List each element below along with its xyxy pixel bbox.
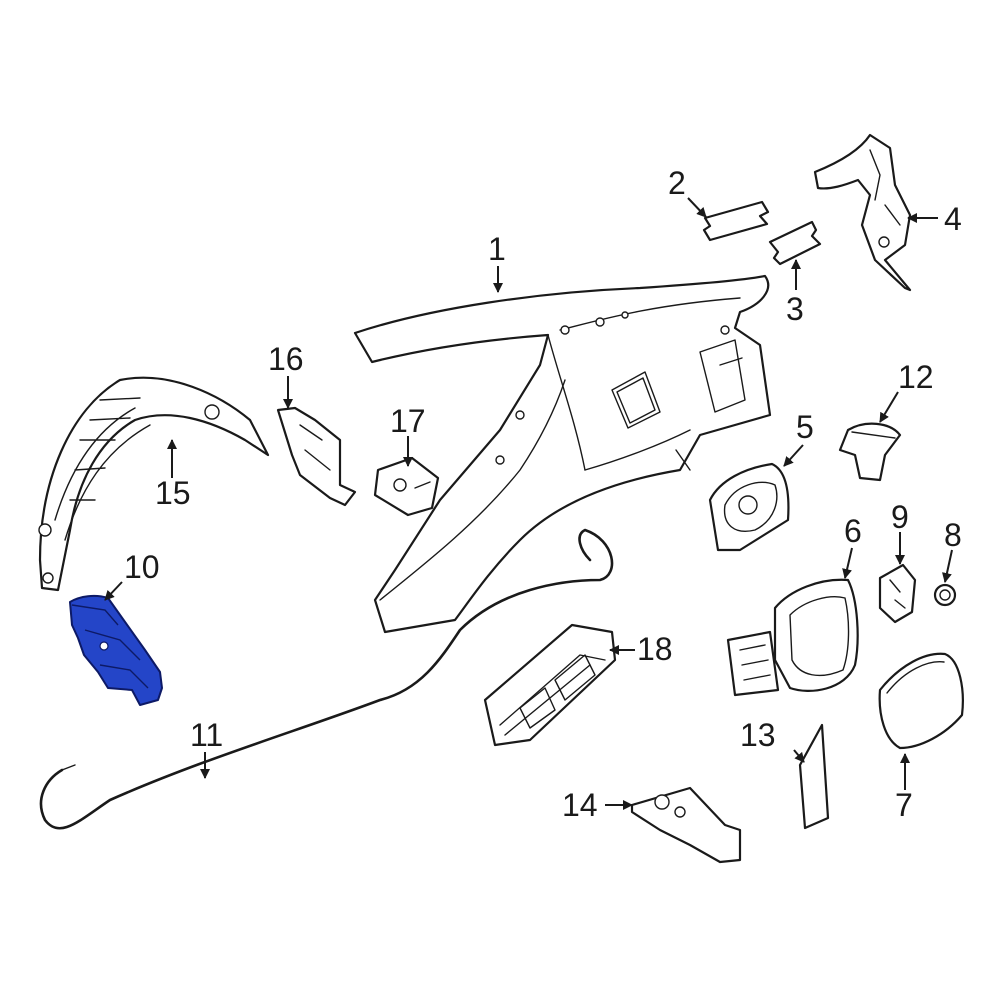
callout-12: 12 [898,359,934,395]
part-5-fuel-door-housing[interactable] [708,462,790,552]
callout-3: 3 [786,291,804,327]
callout-10: 10 [124,549,160,585]
callout-11: 11 [190,717,223,753]
part-7-fuel-door[interactable] [878,652,964,750]
part-18-vent[interactable] [483,623,617,747]
callout-6: 6 [844,513,862,549]
callout-4: 4 [944,201,962,237]
callout-9: 9 [891,499,909,535]
part-15-wheel-liner[interactable] [38,376,270,592]
part-4-bracket[interactable] [813,133,912,292]
part-12-lock-actuator[interactable] [838,422,902,482]
part-6-filler-housing[interactable] [726,578,859,697]
callout-2: 2 [668,165,686,201]
part-14-block[interactable] [630,786,742,864]
part-13-trim[interactable] [798,723,830,830]
callout-1: 1 [488,231,506,267]
part-8-grommet[interactable] [933,583,957,607]
callout-16: 16 [268,341,304,377]
callout-labels: 1 2 3 4 5 6 7 8 9 10 11 12 13 14 15 16 1… [124,165,962,823]
callout-14: 14 [562,787,598,823]
callout-13: 13 [740,717,776,753]
part-17-plate[interactable] [373,456,440,517]
part-1-quarter-panel[interactable] [353,274,772,634]
leader-lines [104,197,953,810]
part-9-clip[interactable] [878,563,917,624]
part-2-seal-strip[interactable] [702,200,770,242]
part-10-hinge-bracket[interactable] [69,594,163,706]
callout-18: 18 [637,631,673,667]
part-16-bracket[interactable] [276,406,357,507]
part-3-pad[interactable] [768,220,822,266]
callout-8: 8 [944,517,962,553]
callout-5: 5 [796,409,814,445]
part-11-release-cable[interactable] [39,528,614,830]
callout-15: 15 [155,475,191,511]
callout-17: 17 [390,403,426,439]
callout-7: 7 [895,787,913,823]
